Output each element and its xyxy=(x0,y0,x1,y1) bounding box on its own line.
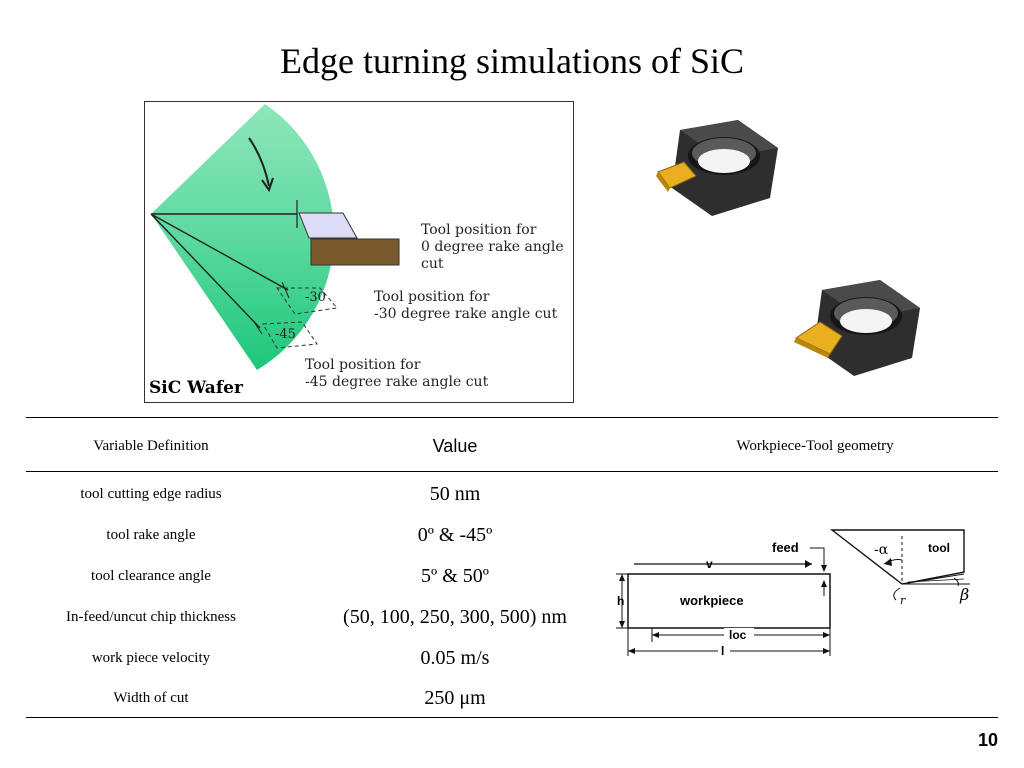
label-0deg-line1: Tool position for xyxy=(421,222,537,238)
label-30deg-line1: Tool position for xyxy=(374,289,490,305)
rotation-arrow xyxy=(248,137,270,187)
header-variable-definition: Variable Definition xyxy=(93,438,209,454)
radius-line-45 xyxy=(150,213,261,329)
beta-label: β xyxy=(959,585,969,604)
row-value-rake-angle: 0º & -45º xyxy=(417,524,493,546)
workpiece-block xyxy=(627,573,831,629)
angle-label-30: -30 xyxy=(305,290,326,305)
v-label: v xyxy=(706,557,713,571)
tool-holder-image-45deg xyxy=(792,278,927,388)
table-header-rule xyxy=(26,471,998,472)
radius-line-30 xyxy=(150,213,289,291)
row-label-clearance-angle: tool clearance angle xyxy=(91,568,211,584)
label-30deg-line2: -30 degree rake angle cut xyxy=(374,306,558,322)
tool-0-rake xyxy=(298,212,358,239)
tool-30-outline xyxy=(276,287,338,315)
h-label: h xyxy=(617,594,624,608)
page-number: 10 xyxy=(977,730,998,750)
label-0deg-line2: 0 degree rake angle cut xyxy=(421,239,564,272)
row-value-width-of-cut: 250 μm xyxy=(424,687,486,709)
row-value-clearance-angle: 5º & 50º xyxy=(421,565,489,587)
tool-holder-image-0deg xyxy=(650,118,785,228)
tool-label: tool xyxy=(928,541,950,555)
row-label-chip-thickness: In-feed/uncut chip thickness xyxy=(66,609,236,625)
sic-wafer-label: SiC Wafer xyxy=(149,378,243,398)
slide-title: Edge turning simulations of SiC xyxy=(280,41,744,81)
tool-wedge xyxy=(829,529,965,585)
loc-label: loc xyxy=(729,628,747,642)
rake-angle-diagram: Tool position for 0 degree rake angle cu… xyxy=(144,101,574,403)
edge-tick-30 xyxy=(281,281,290,299)
rotation-arrowhead xyxy=(261,177,274,193)
row-label-edge-radius: tool cutting edge radius xyxy=(80,486,222,502)
row-value-edge-radius: 50 nm xyxy=(429,483,481,505)
row-label-width-of-cut: Width of cut xyxy=(113,690,189,706)
label-45deg-line2: -45 degree rake angle cut xyxy=(305,374,489,390)
edge-tick-45 xyxy=(253,321,263,335)
row-label-rake-angle: tool rake angle xyxy=(106,527,196,543)
workpiece-tool-geometry-diagram: h v feed workpiece loc l -α tool β xyxy=(612,522,992,667)
header-value: Value xyxy=(432,436,478,456)
row-value-chip-thickness: (50, 100, 250, 300, 500) nm xyxy=(343,606,567,628)
workpiece-label: workpiece xyxy=(679,593,744,608)
angle-label-45: -45 xyxy=(275,327,296,342)
alpha-label: -α xyxy=(874,542,889,558)
row-label-velocity: work piece velocity xyxy=(91,650,211,666)
row-value-velocity: 0.05 m/s xyxy=(420,647,490,669)
rake-angle-drawing xyxy=(150,104,400,370)
tool-0-body xyxy=(310,238,400,266)
tool-45-outline xyxy=(262,321,318,349)
header-workpiece-tool-geometry: Workpiece-Tool geometry xyxy=(736,438,894,454)
table-top-rule xyxy=(26,417,998,418)
sic-wafer-sector xyxy=(151,104,334,370)
table-bottom-rule xyxy=(26,717,998,718)
label-45deg-line1: Tool position for xyxy=(305,357,421,373)
feed-label: feed xyxy=(772,540,799,555)
r-label: r xyxy=(900,594,906,607)
l-label: l xyxy=(721,644,724,658)
